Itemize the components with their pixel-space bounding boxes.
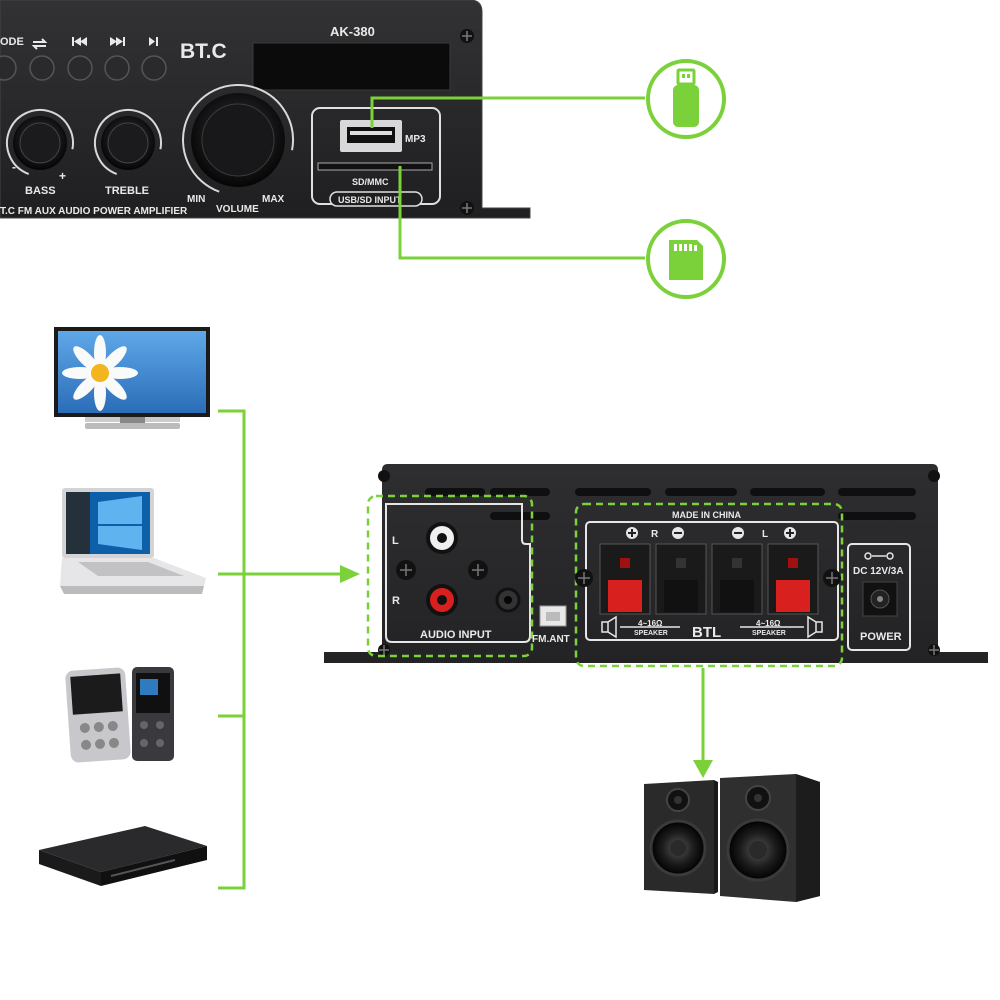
power-label: POWER (860, 631, 902, 643)
audio-input-label: AUDIO INPUT (420, 629, 492, 641)
dc-polarity-icon (864, 552, 894, 560)
mode-label: ODE (0, 36, 24, 48)
plus-sign: + (59, 169, 66, 183)
next-icon (110, 37, 125, 46)
usb-drive-icon (646, 59, 726, 139)
mp3-player-icon (65, 667, 174, 763)
treble-label: TREBLE (105, 185, 149, 197)
repeat-icon (31, 38, 48, 50)
sd-card-icon (646, 219, 726, 299)
display-screen (252, 42, 451, 91)
bass-knob[interactable] (0, 101, 82, 186)
impedance-left-label: 4~16Ω (638, 619, 663, 628)
aux-jack[interactable] (495, 587, 521, 613)
volume-knob[interactable] (168, 70, 309, 211)
l-label: L (392, 535, 399, 547)
rear-panel: L R AUDIO INPUT FM.ANT MADE IN CHINA R L (324, 464, 988, 668)
screw-icon (378, 470, 940, 656)
r-label: R (392, 595, 400, 607)
r-label: R (651, 529, 659, 540)
vent-slots (425, 488, 916, 520)
control-buttons[interactable] (0, 55, 167, 81)
speaker-output-highlight (574, 502, 844, 668)
dc-power-jack[interactable] (862, 581, 898, 617)
model-label: AK-380 (330, 24, 375, 39)
fm-ant-label: FM.ANT (532, 634, 570, 645)
play-pause-icon (149, 37, 158, 46)
max-label: MAX (262, 194, 285, 205)
l-label: L (762, 529, 768, 540)
sd-label: SD/MMC (352, 177, 389, 187)
speaker-symbol-icon (601, 615, 823, 639)
min-label: MIN (187, 194, 205, 205)
impedance-right-label: 4~16Ω (756, 619, 781, 628)
brand-logo: BT.C (180, 40, 227, 63)
dc-label: DC 12V/3A (853, 566, 904, 577)
mp3-label: MP3 (405, 134, 426, 145)
speaker-right-label: SPEAKER (752, 630, 786, 637)
speakers-icon (644, 774, 820, 902)
bass-label: BASS (25, 185, 56, 197)
media-icons (31, 37, 158, 50)
minus-sign: - (12, 160, 16, 174)
btl-label: BTL (692, 624, 721, 641)
speaker-terminals[interactable] (599, 543, 819, 615)
screw-icon (460, 29, 474, 215)
usb-sd-input-label: USB/SD INPUT (338, 195, 402, 205)
power-frame (847, 543, 911, 651)
rca-left-jack[interactable] (426, 522, 458, 554)
rca-right-jack[interactable] (426, 584, 458, 616)
treble-knob[interactable] (86, 101, 171, 186)
arrow-down-icon (693, 760, 713, 778)
tv-icon (54, 327, 210, 429)
laptop-icon (60, 488, 206, 594)
speaker-left-label: SPEAKER (634, 630, 668, 637)
audio-input-highlight (366, 494, 534, 658)
panel-description: T.C FM AUX AUDIO POWER AMPLIFIER (0, 206, 188, 217)
made-in-label: MADE IN CHINA (672, 510, 741, 520)
dvd-player-icon (39, 826, 207, 886)
sd-card-slot[interactable] (317, 162, 433, 171)
arrow-right-icon (340, 565, 360, 583)
audio-input-frame (385, 503, 531, 643)
previous-icon (72, 37, 87, 46)
volume-label: VOLUME (216, 204, 259, 215)
front-panel: ODE BT.C AK-380 - + BASS TREBLE MIN VOLU… (0, 0, 531, 219)
